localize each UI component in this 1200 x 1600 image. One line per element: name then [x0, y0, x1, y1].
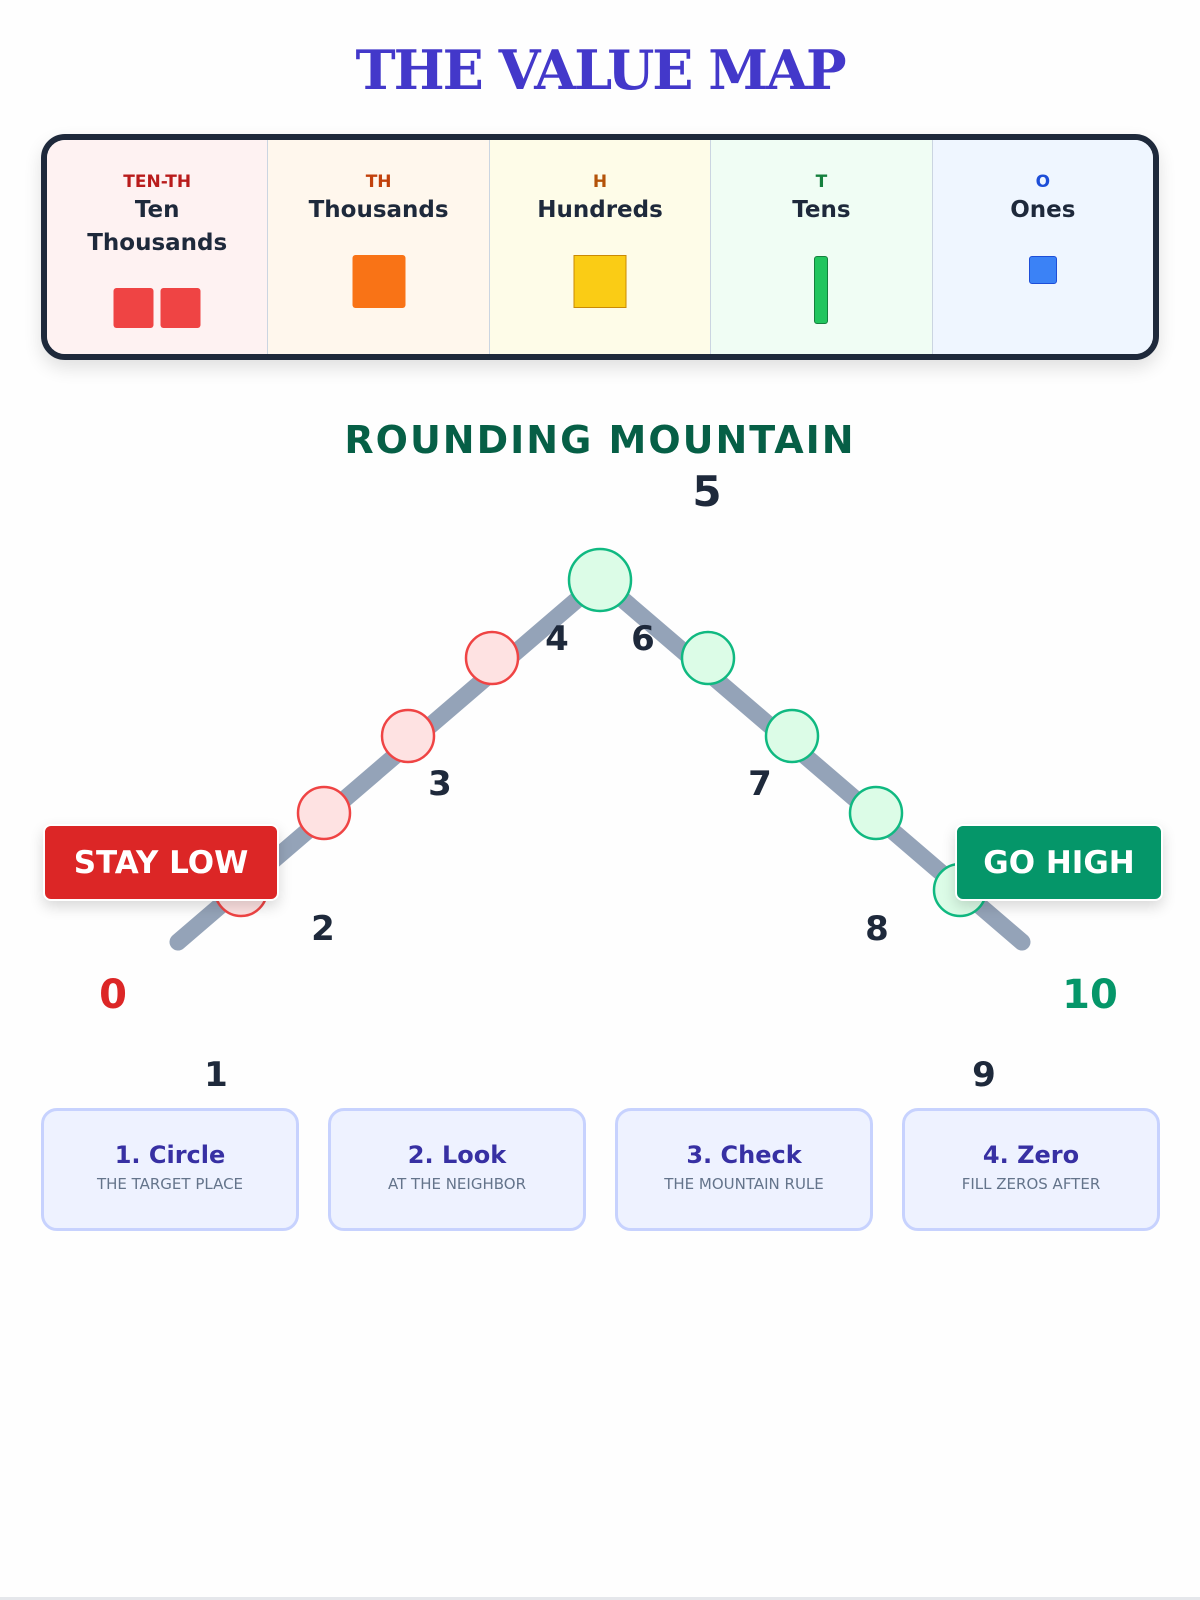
place-thousands: TH Thousands [268, 140, 490, 354]
place-name: Thousands [308, 197, 449, 223]
digit-label-1: 1 [204, 1055, 228, 1095]
step-card-look: 2. Look At the neighbor [328, 1108, 586, 1231]
digit-label-3: 3 [428, 764, 452, 804]
digit-label-4: 4 [545, 619, 569, 659]
hundreds-block-icon [573, 255, 627, 308]
place-name: Hundreds [537, 197, 663, 223]
digit-label-6: 6 [631, 619, 655, 659]
round-down-marker [296, 785, 352, 841]
ones-unit-icon [1028, 256, 1057, 284]
step-card-circle: 1. Circle The target place [41, 1108, 299, 1231]
place-name: Ten Thousands [87, 197, 228, 256]
stay-low-badge: STAY LOW [43, 824, 279, 901]
place-abbr: T [815, 172, 828, 192]
digit-label-10: 10 [1062, 972, 1118, 1018]
step-card-zero: 4. Zero Fill zeros after [902, 1108, 1160, 1231]
place-name: Tens [792, 197, 851, 223]
round-up-marker [848, 785, 904, 841]
place-hundreds: H Hundreds [489, 140, 712, 354]
step-subtitle: At the neighbor [388, 1175, 526, 1193]
round-down-marker [380, 708, 436, 764]
digit-label-0: 0 [99, 972, 127, 1018]
step-title: 3. Check [686, 1141, 802, 1169]
place-abbr: TH [365, 172, 392, 192]
rounding-mountain-diagram: 0 1 2 3 4 5 6 7 8 9 10 [99, 467, 1118, 1095]
ten-thousands-blocks-icon [113, 288, 201, 328]
step-subtitle: Fill zeros after [961, 1175, 1101, 1193]
place-abbr: O [1035, 172, 1051, 192]
place-tens: T Tens [711, 140, 933, 354]
step-subtitle: The mountain rule [664, 1175, 824, 1193]
step-title: 2. Look [407, 1141, 507, 1169]
place-name: Ones [1010, 197, 1076, 223]
step-card-check: 3. Check The mountain rule [615, 1108, 873, 1231]
step-subtitle: The target place [96, 1175, 244, 1193]
digit-label-2: 2 [311, 909, 335, 949]
mountain-heading: ROUNDING MOUNTAIN [344, 418, 856, 462]
digit-label-5: 5 [692, 467, 721, 516]
step-title: 1. Circle [114, 1141, 226, 1169]
tens-rod-icon [814, 256, 829, 324]
round-up-marker [680, 630, 736, 686]
digit-label-8: 8 [865, 909, 889, 949]
page-title: THE VALUE MAP [355, 38, 846, 102]
round-down-marker [464, 630, 520, 686]
mountain-path [169, 571, 1031, 951]
place-ten-thousands: TEN-TH Ten Thousands [47, 140, 269, 354]
digit-label-9: 9 [972, 1055, 996, 1095]
thousands-block-icon [352, 255, 406, 308]
place-value-chart: TEN-TH Ten Thousands TH Thousands H Hund… [41, 134, 1159, 360]
place-abbr: H [592, 172, 608, 192]
round-up-marker [764, 708, 820, 764]
step-title: 4. Zero [982, 1141, 1080, 1169]
round-up-marker [567, 547, 633, 613]
go-high-badge: GO HIGH [955, 824, 1163, 901]
digit-label-7: 7 [748, 764, 772, 804]
place-abbr: TEN-TH [123, 172, 192, 192]
place-ones: O Ones [932, 140, 1153, 354]
